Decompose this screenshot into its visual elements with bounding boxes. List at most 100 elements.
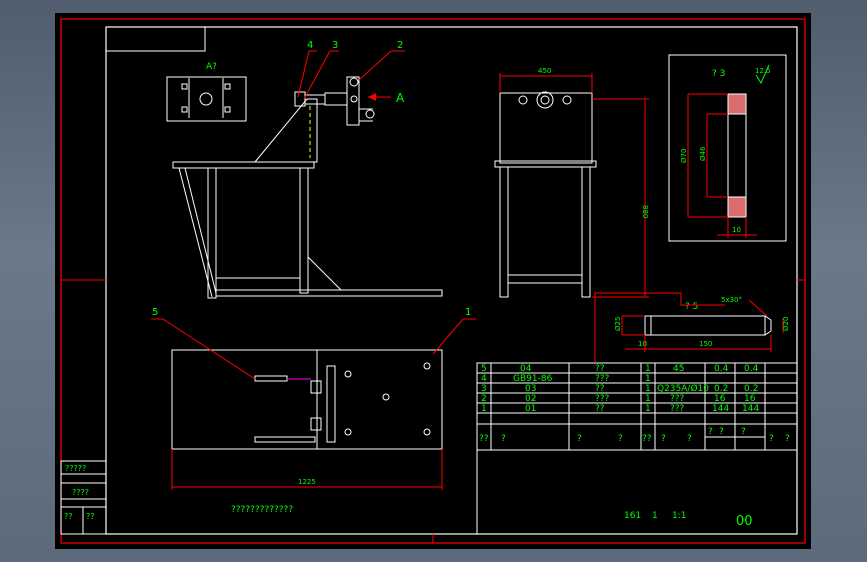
drawing-code: 00 <box>736 514 753 529</box>
bom-cell: 144 <box>742 404 759 414</box>
bom-cell: 0.2 <box>744 384 758 394</box>
bom-cell: GB91-86 <box>513 374 553 384</box>
pivot <box>350 95 358 103</box>
dim-10-pin: 10 <box>638 340 647 348</box>
pin-bottom <box>254 436 316 443</box>
hatch <box>728 197 746 217</box>
bom-cell: 1 <box>645 384 651 394</box>
clamp-lever <box>346 76 360 126</box>
end-view[interactable] <box>494 91 597 298</box>
side-view[interactable] <box>166 76 443 299</box>
end-leg <box>499 166 509 298</box>
bom-header-cell: ? <box>618 434 623 444</box>
balloon-4: 4 <box>307 40 313 51</box>
pivot <box>349 77 359 87</box>
bom-cell: ?? <box>595 364 605 374</box>
plan-hole <box>423 362 431 370</box>
bracket <box>310 417 322 431</box>
balloon-2: 2 <box>397 40 403 51</box>
view-arrow-label: A <box>396 91 405 105</box>
brace <box>178 167 213 298</box>
bom-cell: 16 <box>744 394 756 404</box>
left-strip-text: ?? <box>86 512 95 521</box>
dim-dia70: Ø70 <box>680 149 688 163</box>
washer-section <box>727 93 747 218</box>
bom-header-cell: ? <box>719 427 724 437</box>
leader-1 <box>432 318 464 355</box>
detail-leader <box>594 292 725 362</box>
view-a-slot <box>181 83 188 90</box>
bom-cell: ?? <box>595 404 605 414</box>
dim-10: 10 <box>732 226 741 234</box>
plan-hole <box>423 428 431 436</box>
chamfer-leader <box>748 299 768 317</box>
leader-3 <box>303 50 331 100</box>
bom-header-cell: ? <box>661 434 666 444</box>
section-3-frame <box>668 54 787 242</box>
parts-list[interactable] <box>476 362 798 535</box>
surface-finish: 12.5 <box>755 67 771 75</box>
dim-dia20: Ø20 <box>782 317 790 331</box>
end-top <box>494 160 597 168</box>
bom-cell: 01 <box>525 404 536 414</box>
bom-cell: 2 <box>481 394 487 404</box>
left-strip-text: ????? <box>65 464 86 473</box>
table-top <box>172 161 315 169</box>
bom-header-cell: ? <box>501 434 506 444</box>
dim-150: 150 <box>699 340 712 348</box>
bom-cell: 0.4 <box>744 364 759 374</box>
bom-header-cell: ?? <box>479 434 489 444</box>
left-strip-text: ???? <box>72 488 89 497</box>
plan-hole <box>382 393 390 401</box>
bracket <box>310 380 322 394</box>
bom-cell: 02 <box>525 394 536 404</box>
bom-header-cell: ? <box>687 434 692 444</box>
leg <box>299 167 309 294</box>
drawing-canvas[interactable]: A A? 4 3 2 450 880 ? 3 12.5 Ø70 Ø4 <box>55 13 811 549</box>
bom-cell: ??? <box>670 404 685 414</box>
bom-header-cell: ?? <box>642 434 652 444</box>
bom-cell: 144 <box>712 404 729 414</box>
sheet-background <box>55 13 811 549</box>
brace <box>184 167 217 294</box>
section-3-title: ? 3 <box>712 69 725 79</box>
bom-cell: 1 <box>645 364 651 374</box>
bom-text: 5 04 ?? 1 45 0.4 0.4 4 GB91-86 ??? 1 3 0… <box>479 364 790 444</box>
dim-880: 880 <box>641 205 649 218</box>
balloon-3: 3 <box>332 40 338 51</box>
bom-cell: ??? <box>595 374 610 384</box>
bom-cell: 4 <box>481 374 487 384</box>
bom-cell: 1 <box>645 404 651 414</box>
bom-header-cell: ? <box>741 427 746 437</box>
foot-gusset <box>307 255 343 291</box>
bom-cell: 16 <box>714 394 726 404</box>
pin-chamfer <box>764 315 772 321</box>
leader-5 <box>162 318 256 380</box>
balloon-1: 1 <box>465 307 471 318</box>
dim-dia25: Ø25 <box>614 317 622 331</box>
bom-cell: 1 <box>645 374 651 384</box>
bom-cell: 0.2 <box>714 384 728 394</box>
bom-header-cell: ? <box>769 434 774 444</box>
dim-1225: 1225 <box>298 478 316 486</box>
leader-2 <box>358 50 392 81</box>
title-block-outline <box>476 362 798 535</box>
end-plate <box>499 92 593 164</box>
plan-view[interactable] <box>171 349 443 450</box>
bom-cell: 04 <box>520 364 532 374</box>
plan-hole <box>344 370 352 378</box>
bom-cell: ??? <box>595 394 610 404</box>
view-a-plate <box>166 76 247 122</box>
hatch <box>728 94 746 114</box>
end-bore <box>536 91 554 109</box>
end-hole <box>518 95 528 105</box>
end-leg <box>581 166 591 298</box>
sheet-count: 161 <box>624 511 641 521</box>
pivot <box>365 109 375 119</box>
dim-450: 450 <box>538 67 551 75</box>
end-bore-inner <box>540 95 550 105</box>
view-a-hole <box>199 92 213 106</box>
plan-hole <box>344 428 352 436</box>
view-a-slot <box>181 106 188 113</box>
